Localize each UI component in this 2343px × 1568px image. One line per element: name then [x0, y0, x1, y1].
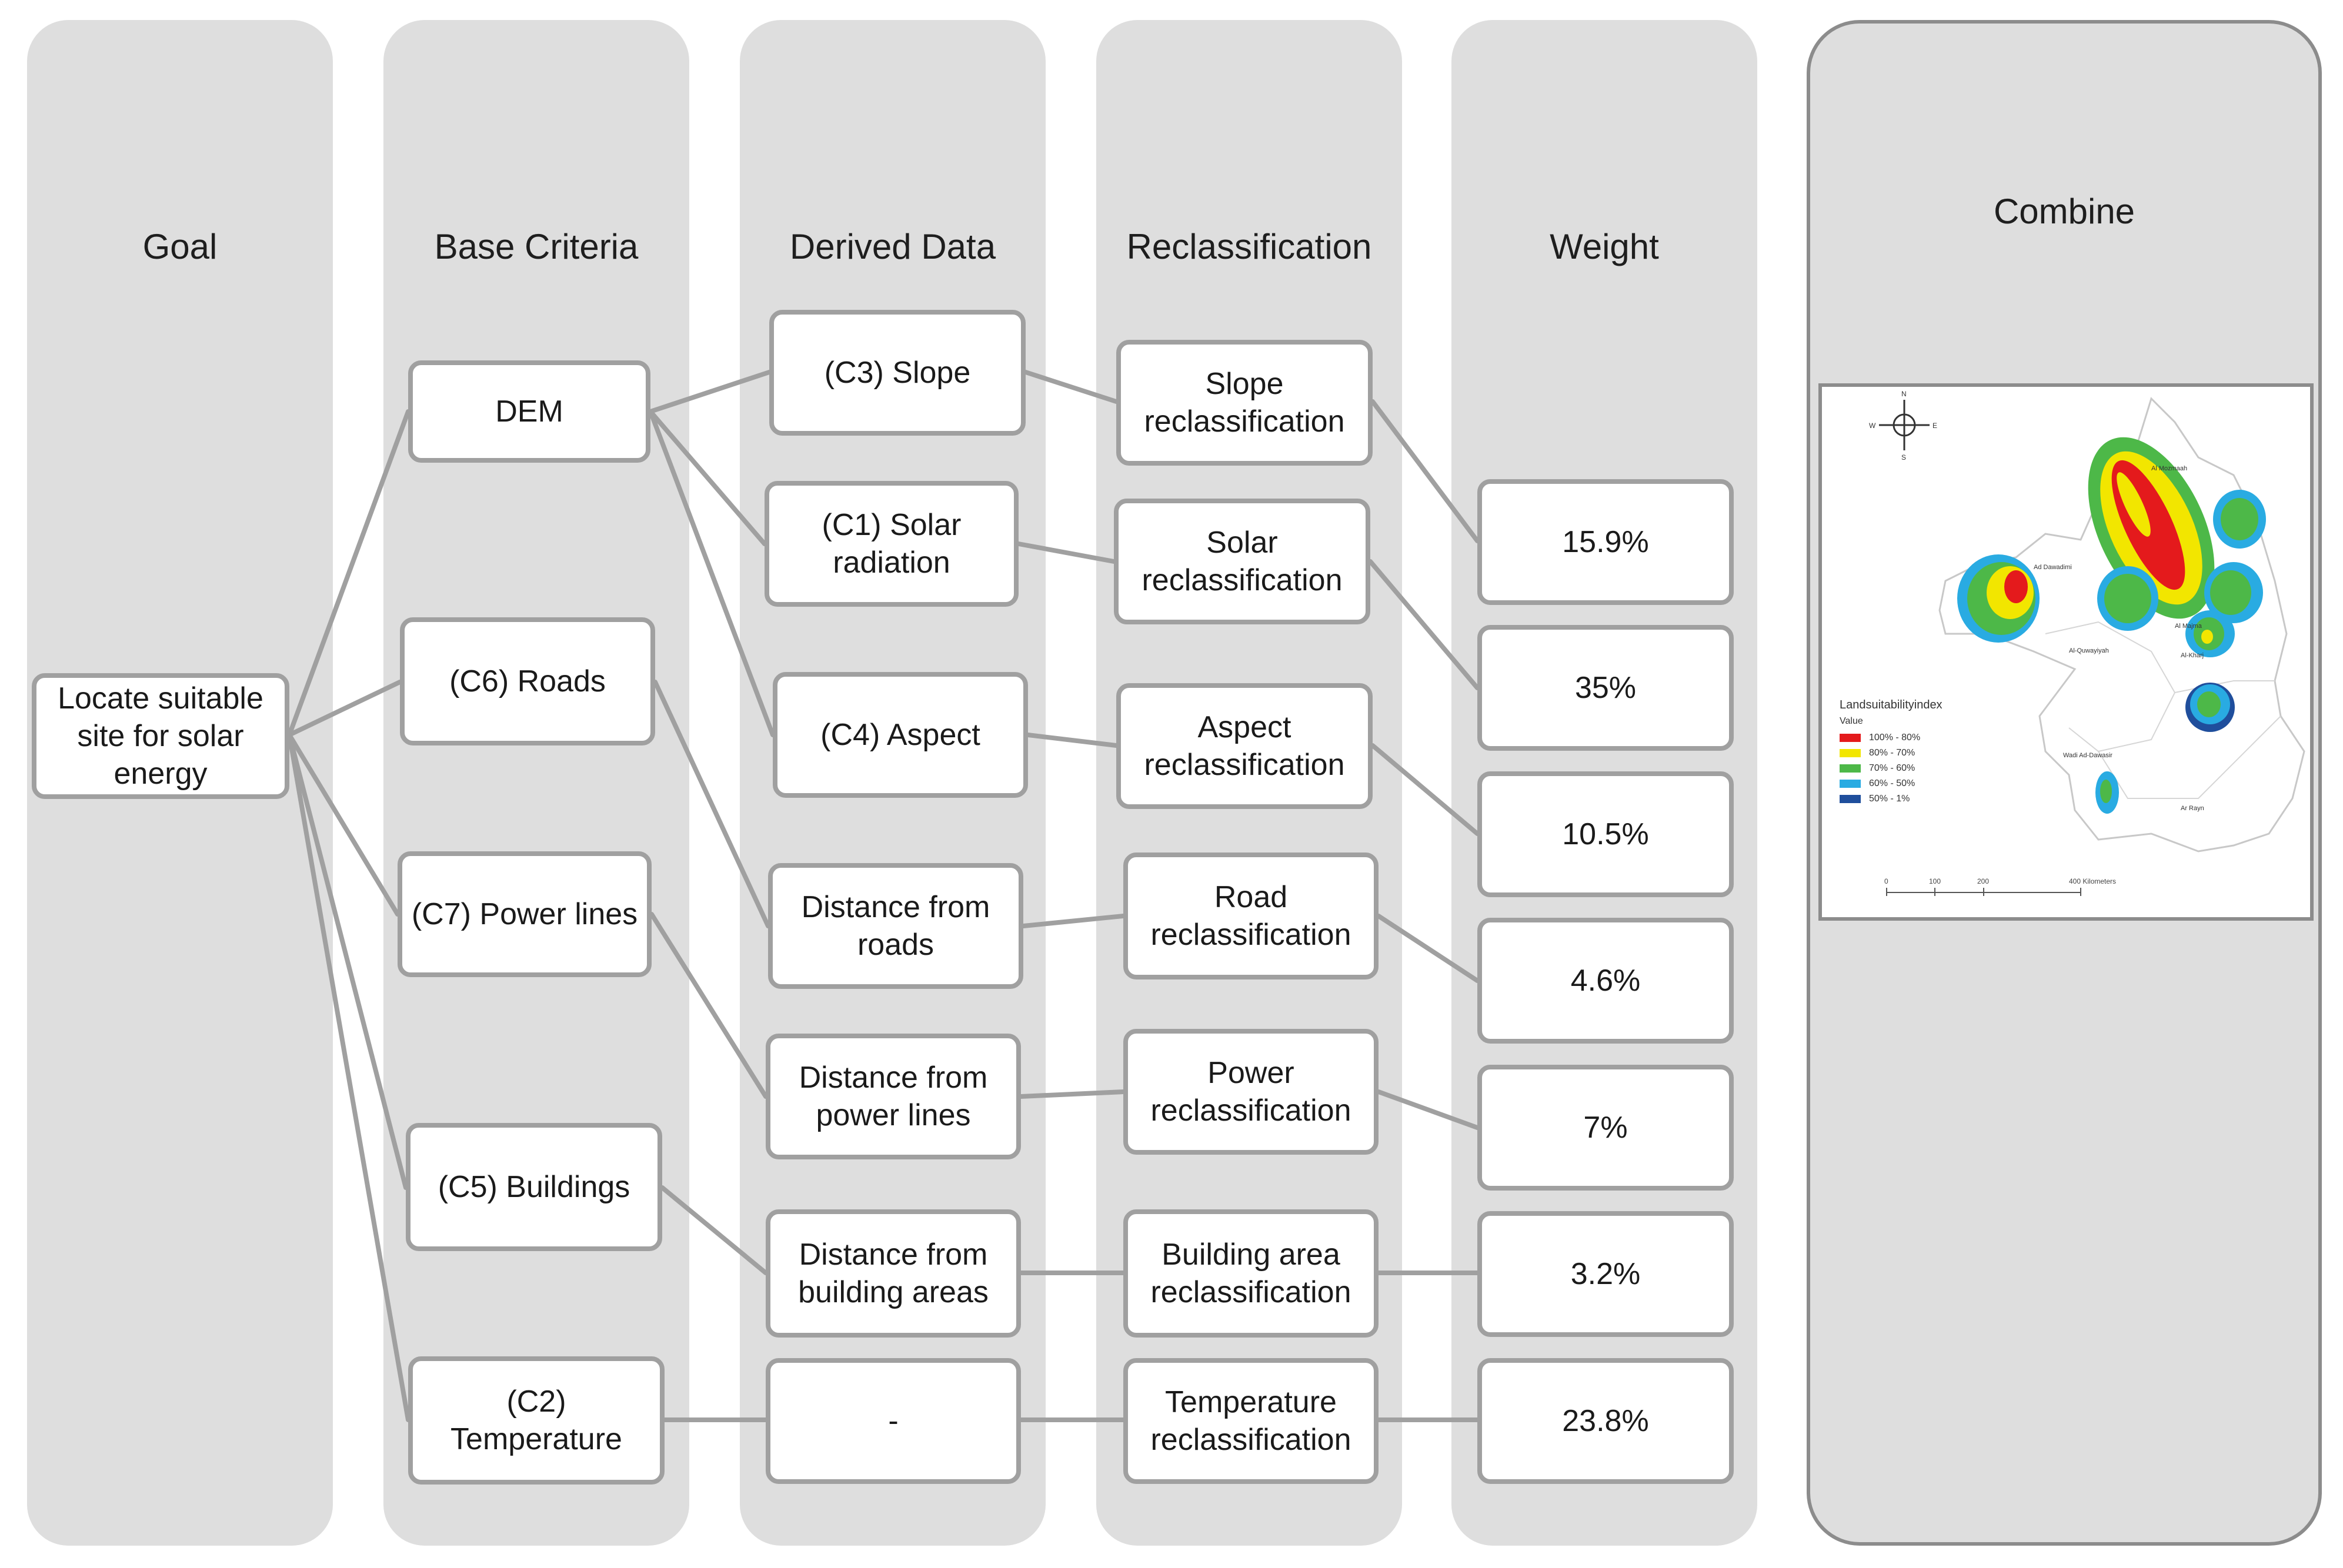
- link-power-distance: [649, 912, 768, 1099]
- road-reclassification-node: Road reclassification: [1123, 852, 1379, 979]
- solar-reclassification-node: Solar reclassification: [1114, 499, 1370, 624]
- link-solar-reclass: [1016, 541, 1116, 564]
- link-power-weight: [1376, 1089, 1480, 1130]
- weight-solar: 35%: [1477, 625, 1734, 751]
- distance-power-lines-node: Distance from power lines: [766, 1034, 1021, 1159]
- goal-node: Locate suitable site for solar energy: [32, 673, 289, 799]
- power-lines-node: (C7) Power lines: [398, 851, 652, 977]
- link-goal-power: [287, 733, 400, 917]
- compass-s: S: [1901, 453, 1906, 462]
- legend-item: 100% - 80%: [1840, 733, 1920, 743]
- compass-e: E: [1933, 422, 1937, 430]
- legend-swatch: [1840, 734, 1861, 742]
- weight-heading: Weight: [1550, 227, 1659, 266]
- weight-power: 7%: [1477, 1065, 1734, 1191]
- aspect-node: (C4) Aspect: [773, 672, 1028, 798]
- slope-node: (C3) Slope: [769, 310, 1026, 436]
- scale-label: 100: [1929, 877, 1941, 885]
- link-roads-reclass: [1021, 914, 1126, 928]
- legend-label: 100% - 80%: [1869, 733, 1921, 743]
- link-roads-distance: [653, 680, 770, 928]
- weight-road: 4.6%: [1477, 918, 1734, 1044]
- link-buildings-distance: [660, 1185, 768, 1275]
- weight-building: 3.2%: [1477, 1211, 1734, 1337]
- place-label: Al-Kharj: [2181, 652, 2204, 659]
- distance-roads-node: Distance from roads: [768, 863, 1023, 989]
- place-label: Al Mozmaah: [2151, 465, 2187, 472]
- derived-data-heading: Derived Data: [789, 227, 996, 266]
- link-slope-weight: [1370, 399, 1480, 543]
- place-label: Wadi Ad-Dawasir: [2063, 752, 2112, 759]
- buildings-node: (C5) Buildings: [406, 1123, 662, 1251]
- base-criteria-heading: Base Criteria: [434, 227, 639, 266]
- temperature-node: (C2) Temperature: [408, 1356, 665, 1485]
- legend-item: 70% - 60%: [1840, 763, 1915, 774]
- link-dem-slope: [648, 370, 772, 414]
- base-criteria-column: [383, 20, 689, 1546]
- weight-aspect: 10.5%: [1477, 771, 1734, 897]
- link-goal-dem: [287, 409, 410, 737]
- place-label: Ad Dawadimi: [2034, 564, 2072, 571]
- legend-item: 60% - 50%: [1840, 778, 1915, 789]
- reclassification-heading: Reclassification: [1126, 227, 1372, 266]
- legend-label: 80% - 70%: [1869, 748, 1915, 758]
- link-dem-aspect: [648, 409, 775, 737]
- temperature-reclassification-node: Temperature reclassification: [1123, 1358, 1379, 1484]
- link-aspect-reclass: [1026, 733, 1119, 748]
- place-label: Ar Rayn: [2181, 805, 2204, 812]
- link-goal-roads: [287, 680, 402, 737]
- compass-n: N: [1901, 390, 1907, 398]
- roads-node: (C6) Roads: [400, 617, 655, 745]
- legend-value-label: Value: [1840, 716, 1863, 726]
- weight-slope: 15.9%: [1477, 479, 1734, 605]
- compass-w: W: [1869, 422, 1876, 430]
- link-power-reclass: [1019, 1089, 1126, 1099]
- legend-swatch: [1840, 764, 1861, 773]
- link-aspect-weight: [1370, 743, 1480, 836]
- link-road-weight: [1376, 914, 1480, 983]
- building-area-reclassification-node: Building area reclassification: [1123, 1209, 1379, 1338]
- place-label: Al Majma: [2175, 623, 2202, 630]
- compass-icon: [1879, 400, 1930, 450]
- aspect-reclassification-node: Aspect reclassification: [1116, 683, 1373, 809]
- scale-label: 200: [1977, 877, 1989, 885]
- weight-temperature: 23.8%: [1477, 1358, 1734, 1484]
- goal-heading: Goal: [142, 227, 218, 266]
- dem-node: DEM: [408, 360, 650, 463]
- legend-title: Landsuitabilityindex: [1840, 698, 1943, 711]
- legend-swatch: [1840, 795, 1861, 803]
- distance-building-areas-node: Distance from building areas: [766, 1209, 1021, 1338]
- scale-label: 0: [1884, 877, 1888, 885]
- legend-swatch: [1840, 780, 1861, 788]
- legend-label: 70% - 60%: [1869, 763, 1915, 773]
- combine-heading: Combine: [1993, 192, 2135, 231]
- suitability-map: N S E W Al Mozmaah Ad Dawadimi Al-Quwayi…: [1818, 383, 2314, 921]
- power-reclassification-node: Power reclassification: [1123, 1029, 1379, 1155]
- link-slope-reclass: [1023, 370, 1119, 404]
- place-label: Al-Quwayiyah: [2069, 647, 2109, 654]
- slope-reclassification-node: Slope reclassification: [1116, 340, 1373, 466]
- link-dem-solar: [648, 409, 767, 546]
- no-derived-data-node: -: [766, 1358, 1021, 1484]
- legend-item: 80% - 70%: [1840, 748, 1915, 758]
- scale-label: 400 Kilometers: [2069, 877, 2116, 885]
- solar-radiation-node: (C1) Solar radiation: [765, 481, 1019, 607]
- scale-bar: [1886, 888, 2081, 896]
- legend-swatch: [1840, 749, 1861, 757]
- link-goal-temperature: [287, 733, 410, 1422]
- legend-item: 50% - 1%: [1840, 794, 1910, 804]
- map-graphic: N S E W Al Mozmaah Ad Dawadimi Al-Quwayi…: [1869, 390, 2305, 896]
- legend-label: 60% - 50%: [1869, 778, 1915, 788]
- link-solar-weight: [1368, 559, 1480, 690]
- legend-label: 50% - 1%: [1869, 794, 1910, 804]
- link-goal-buildings: [287, 733, 408, 1190]
